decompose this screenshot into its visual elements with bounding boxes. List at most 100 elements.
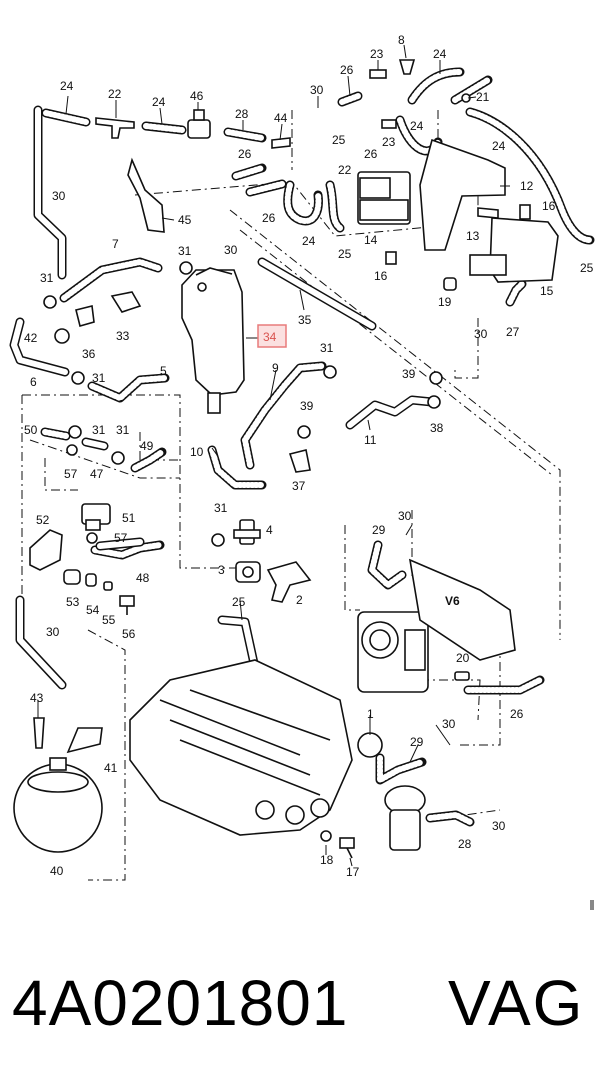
- actuator-lower: [384, 785, 426, 851]
- clamp-31c: [71, 371, 85, 385]
- callout-19: 19: [438, 295, 452, 309]
- callout-25: 25: [580, 261, 594, 275]
- callout-31: 31: [320, 341, 334, 355]
- bolt-56: [119, 595, 135, 615]
- clamp-31g: [211, 533, 225, 547]
- clamp-31f: [323, 365, 337, 379]
- callout-37: 37: [292, 479, 306, 493]
- callout-25: 25: [338, 247, 352, 261]
- callout-24: 24: [302, 234, 316, 248]
- callout-44: 44: [274, 111, 288, 125]
- callout-30: 30: [46, 625, 60, 639]
- plug-20: [454, 671, 470, 681]
- callout-6: 6: [30, 375, 37, 389]
- throttle-housing: V6: [408, 558, 516, 661]
- fitting-23b: [381, 119, 397, 129]
- callout-22: 22: [338, 163, 352, 177]
- throttle-body: [357, 611, 429, 693]
- clip-36: [75, 305, 95, 327]
- callout-3: 3: [218, 563, 225, 577]
- clamp-31a: [43, 295, 57, 309]
- callout-30: 30: [442, 717, 456, 731]
- washer-55: [103, 581, 113, 591]
- callout-30: 30: [474, 327, 488, 341]
- clamp-38: [427, 395, 441, 409]
- callout-7: 7: [112, 237, 119, 251]
- washer-18: [320, 830, 332, 842]
- tee-22: [95, 117, 135, 139]
- reservoir-34: [181, 267, 245, 414]
- callout-27: 27: [506, 325, 520, 339]
- valve-1: [357, 732, 383, 758]
- callout-36: 36: [82, 347, 96, 361]
- callout-12: 12: [520, 179, 534, 193]
- callout-28: 28: [458, 837, 472, 851]
- callout-31: 31: [40, 271, 54, 285]
- callout-26: 26: [262, 211, 276, 225]
- callout-30: 30: [398, 509, 412, 523]
- callout-20: 20: [456, 651, 470, 665]
- callout-4: 4: [266, 523, 273, 537]
- clip-43: [33, 717, 45, 749]
- callout-26: 26: [364, 147, 378, 161]
- callout-30: 30: [492, 819, 506, 833]
- callout-57: 57: [64, 467, 78, 481]
- callout-24: 24: [410, 119, 424, 133]
- callout-24: 24: [492, 139, 506, 153]
- bracket-2: [266, 561, 312, 603]
- callout-11: 11: [364, 433, 377, 447]
- callout-16: 16: [542, 199, 556, 213]
- callout-52: 52: [36, 513, 50, 527]
- callout-49: 49: [140, 439, 154, 453]
- bracket-12: [419, 138, 506, 251]
- callout-14: 14: [364, 233, 378, 247]
- bracket-41: [66, 727, 103, 754]
- callout-8: 8: [398, 33, 405, 47]
- bolt-16b: [385, 251, 397, 265]
- connector-44: [271, 137, 291, 149]
- callout-42: 42: [24, 331, 38, 345]
- callout-30: 30: [52, 189, 66, 203]
- valve-4: [233, 519, 261, 545]
- bolt-13: [477, 207, 499, 219]
- callout-24: 24: [152, 95, 166, 109]
- module-15: [469, 217, 559, 283]
- callout-31: 31: [178, 244, 192, 258]
- fitting-57b: [86, 532, 98, 544]
- callout-1: 1: [367, 707, 374, 721]
- callout-23: 23: [382, 135, 396, 149]
- callout-48: 48: [136, 571, 150, 585]
- fitting-42: [54, 328, 70, 344]
- clamp-31b: [179, 261, 193, 275]
- callout-33: 33: [116, 329, 130, 343]
- vacuum-sphere-40: [13, 757, 103, 853]
- edge-mark: [590, 900, 594, 910]
- clamp-39b: [429, 371, 443, 385]
- callout-30: 30: [224, 243, 238, 257]
- callout-16: 16: [374, 269, 388, 283]
- clip-33: [110, 291, 142, 313]
- callout-56: 56: [122, 627, 136, 641]
- fitting-23: [369, 69, 387, 79]
- callout-24: 24: [60, 79, 74, 93]
- part-number-caption: 4A0201801: [12, 967, 349, 1039]
- callout-39: 39: [402, 367, 416, 381]
- callout-26: 26: [340, 63, 354, 77]
- mount-54: [85, 573, 97, 587]
- callout-34-highlighted: 34: [263, 330, 277, 344]
- callout-41: 41: [104, 761, 118, 775]
- fitting-8: [398, 59, 416, 75]
- callout-46: 46: [190, 89, 204, 103]
- bolt-17: [339, 837, 355, 859]
- callout-25: 25: [232, 595, 246, 609]
- callout-17: 17: [346, 865, 360, 879]
- callout-23: 23: [370, 47, 384, 61]
- callout-45: 45: [178, 213, 192, 227]
- callout-18: 18: [320, 853, 334, 867]
- callout-55: 55: [102, 613, 116, 627]
- brand-caption: VAG: [448, 967, 585, 1039]
- mount-53: [63, 569, 81, 585]
- callout-25: 25: [332, 133, 346, 147]
- callout-57: 57: [114, 531, 128, 545]
